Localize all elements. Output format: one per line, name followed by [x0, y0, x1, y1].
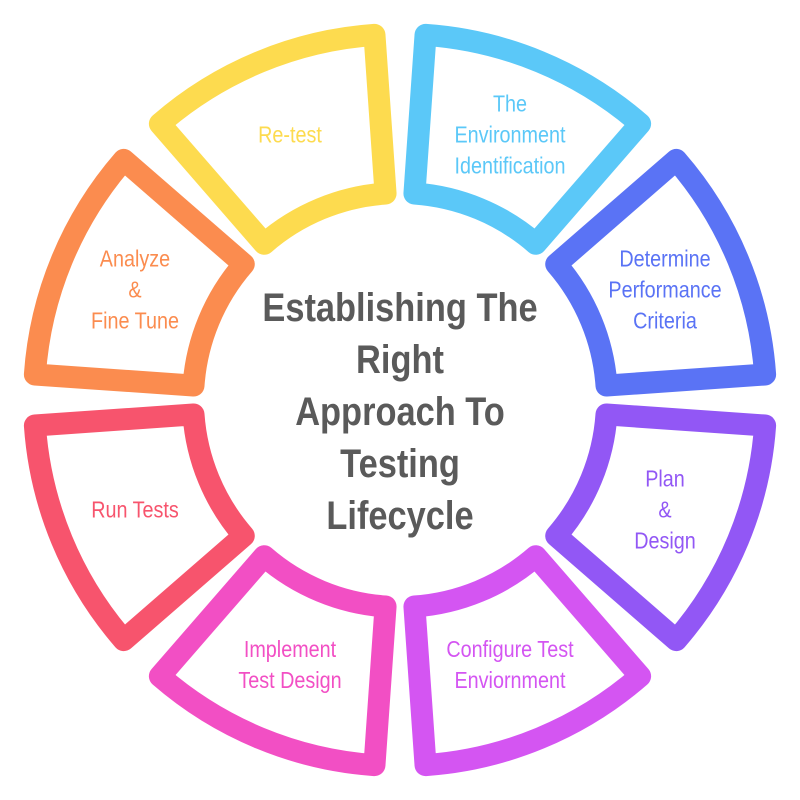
- segment-label-3: Plan & Design: [633, 465, 696, 554]
- segment-5: [148, 545, 397, 777]
- segment-label-5: Implement Test Design: [238, 635, 343, 693]
- segment-6: [23, 403, 255, 652]
- segment-label-7: Analyze & Fine Tune: [91, 245, 180, 334]
- segment-8: [148, 23, 397, 255]
- segment-7: [23, 148, 255, 397]
- segment-label-1: The Environment Identification: [454, 90, 566, 179]
- segment-label-6: Run Tests: [91, 496, 180, 523]
- segment-2: [545, 148, 777, 397]
- segment-label-4: Configure Test Enviornment: [446, 635, 574, 693]
- diagram-title: Establishing The Right Approach To Testi…: [262, 286, 538, 538]
- segment-1: [403, 23, 652, 255]
- segment-4: [403, 545, 652, 777]
- segment-label-8: Re-test: [258, 121, 323, 148]
- segment-label-2: Determine Performance Criteria: [608, 245, 722, 334]
- segment-3: [545, 403, 777, 652]
